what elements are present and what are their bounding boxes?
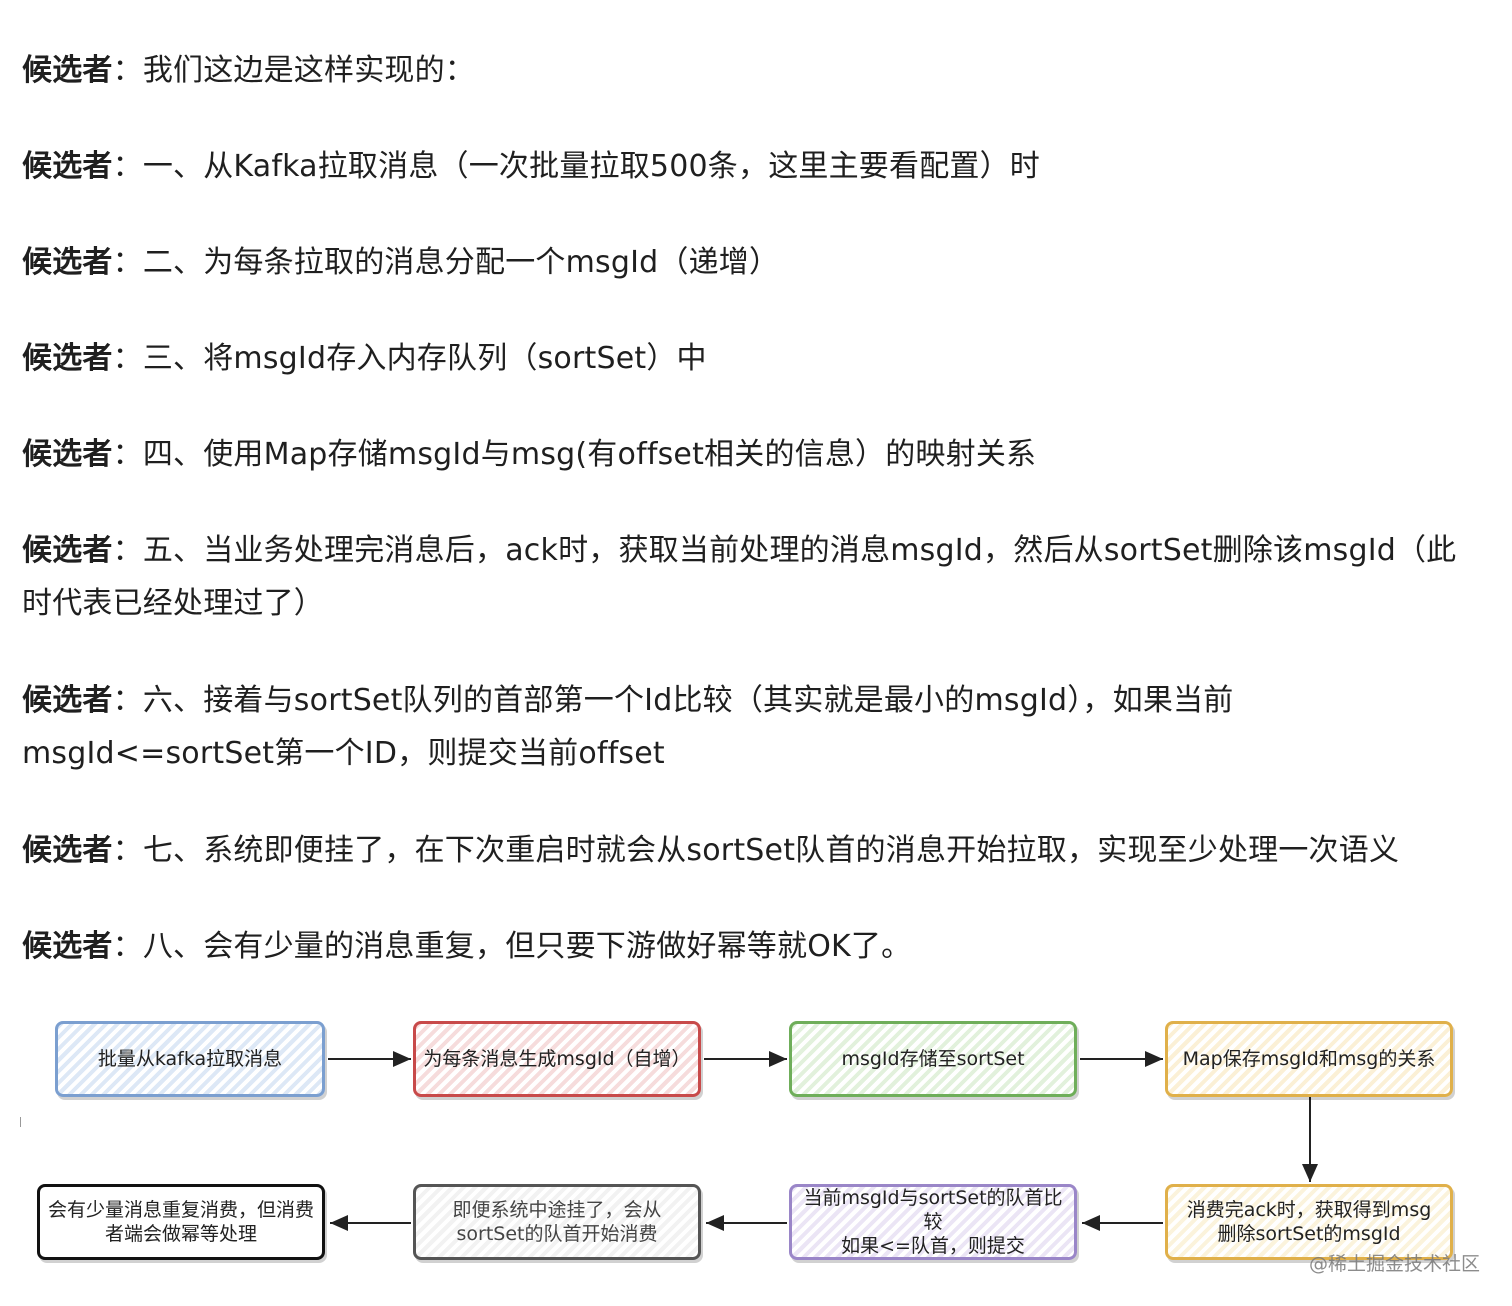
dialogue-line-0: 候选者：我们这边是这样实现的： [22, 44, 1462, 97]
line-text: 二、为每条拉取的消息分配一个msgId（递增） [142, 245, 780, 280]
line-text: 六、接着与sortSet队列的首部第一个Id比较（其实就是最小的msgId），如… [22, 683, 1234, 771]
colon: ： [112, 683, 143, 718]
divider-tick [20, 1117, 21, 1127]
flow-box-label: msgId存储至sortSet [841, 1048, 1025, 1070]
flowchart: 批量从kafka拉取消息 为每条消息生成msgId（自增） msgId存储至so… [0, 985, 1512, 1306]
line-text: 一、从Kafka拉取消息（一次批量拉取500条，这里主要看配置）时 [142, 149, 1040, 184]
colon: ： [112, 437, 143, 472]
flow-box-label: 当前msgId与sortSet的队首比较 如果<=队首，则提交 [803, 1187, 1063, 1257]
speaker-label: 候选者 [22, 533, 113, 568]
dialogue-line-4: 候选者：四、使用Map存储msgId与msg(有offset相关的信息）的映射关… [22, 428, 1462, 481]
watermark: @稀土掘金技术社区 [1308, 1253, 1480, 1275]
speaker-label: 候选者 [22, 437, 113, 472]
speaker-label: 候选者 [22, 341, 113, 376]
flow-box-label: 会有少量消息重复消费，但消费 者端会做幂等处理 [47, 1199, 314, 1245]
speaker-label: 候选者 [22, 245, 113, 280]
colon: ： [112, 533, 143, 568]
dialogue-line-8: 候选者：八、会有少量的消息重复，但只要下游做好幂等就OK了。 [22, 920, 1462, 973]
dialogue-line-3: 候选者：三、将msgId存入内存队列（sortSet）中 [22, 332, 1462, 385]
line-text: 五、当业务处理完消息后，ack时，获取当前处理的消息msgId，然后从sortS… [22, 533, 1457, 621]
line-text: 七、系统即便挂了，在下次重启时就会从sortSet队首的消息开始拉取，实现至少处… [142, 833, 1400, 868]
speaker-label: 候选者 [22, 683, 113, 718]
colon: ： [112, 245, 143, 280]
flow-box-store-sortset: msgId存储至sortSet [789, 1021, 1077, 1097]
flow-box-generate-msgid: 为每条消息生成msgId（自增） [413, 1021, 701, 1097]
line-text: 三、将msgId存入内存队列（sortSet）中 [142, 341, 707, 376]
speaker-label: 候选者 [22, 833, 113, 868]
speaker-label: 候选者 [22, 149, 113, 184]
line-text: 我们这边是这样实现的： [142, 53, 476, 88]
dialogue-line-1: 候选者：一、从Kafka拉取消息（一次批量拉取500条，这里主要看配置）时 [22, 140, 1462, 193]
flow-box-label: 为每条消息生成msgId（自增） [423, 1048, 691, 1070]
flow-box-compare-head: 当前msgId与sortSet的队首比较 如果<=队首，则提交 [789, 1184, 1077, 1260]
colon: ： [112, 833, 143, 868]
flow-box-restart-consume: 即便系统中途挂了，会从 sortSet的队首开始消费 [413, 1184, 701, 1260]
colon: ： [112, 53, 143, 88]
colon: ： [112, 929, 143, 964]
flow-box-label: 批量从kafka拉取消息 [97, 1048, 283, 1070]
flow-box-label: 即便系统中途挂了，会从 sortSet的队首开始消费 [452, 1199, 662, 1245]
flowchart-arrows [328, 1051, 1318, 1231]
speaker-label: 候选者 [22, 53, 113, 88]
colon: ： [112, 341, 143, 376]
dialogue-line-7: 候选者：七、系统即便挂了，在下次重启时就会从sortSet队首的消息开始拉取，实… [22, 824, 1462, 877]
colon: ： [112, 149, 143, 184]
flow-box-label: 消费完ack时，获取得到msg 删除sortSet的msgId [1186, 1199, 1432, 1245]
dialogue-line-5: 候选者：五、当业务处理完消息后，ack时，获取当前处理的消息msgId，然后从s… [22, 524, 1462, 630]
flow-box-map-save: Map保存msgId和msg的关系 [1165, 1021, 1453, 1097]
line-text: 四、使用Map存储msgId与msg(有offset相关的信息）的映射关系 [142, 437, 1037, 472]
speaker-label: 候选者 [22, 929, 113, 964]
dialogue-line-2: 候选者：二、为每条拉取的消息分配一个msgId（递增） [22, 236, 1462, 289]
flow-box-idempotent: 会有少量消息重复消费，但消费 者端会做幂等处理 [37, 1184, 325, 1260]
line-text: 八、会有少量的消息重复，但只要下游做好幂等就OK了。 [142, 929, 912, 964]
flow-box-ack-delete: 消费完ack时，获取得到msg 删除sortSet的msgId [1165, 1184, 1453, 1260]
dialogue-line-6: 候选者：六、接着与sortSet队列的首部第一个Id比较（其实就是最小的msgI… [22, 674, 1462, 780]
flow-box-label: Map保存msgId和msg的关系 [1182, 1048, 1436, 1070]
flow-box-batch-pull: 批量从kafka拉取消息 [55, 1021, 325, 1097]
